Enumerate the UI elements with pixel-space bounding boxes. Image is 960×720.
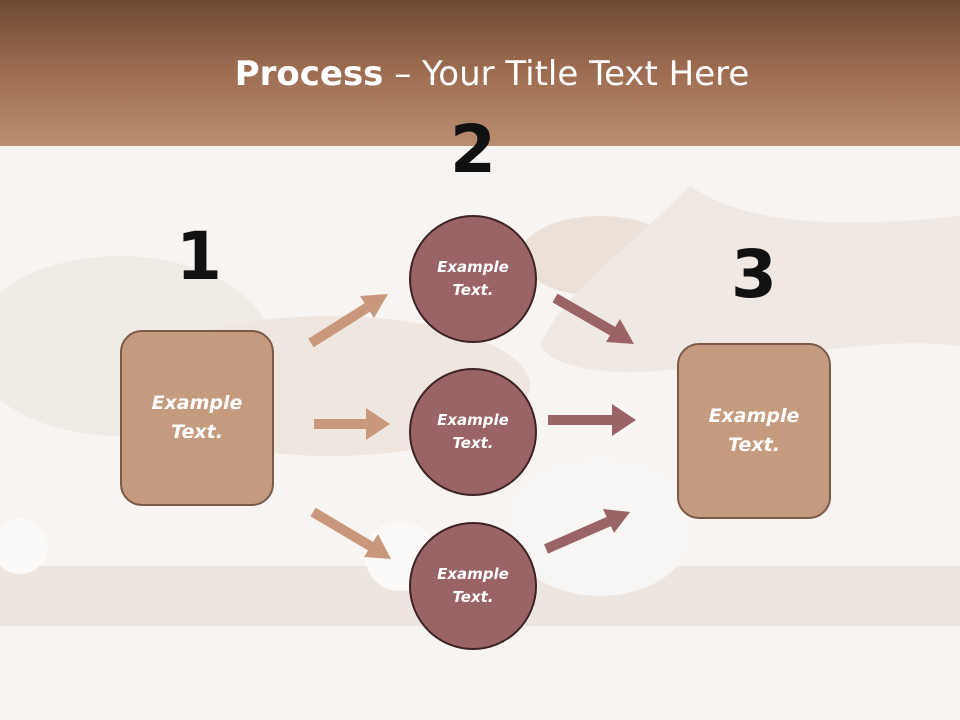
circle-top-text: Example Text.: [437, 258, 509, 299]
circle-middle-text: Example Text.: [437, 411, 509, 452]
arrow-right-tan: [314, 408, 390, 440]
arrow-down-right-tan: [310, 507, 391, 559]
circle-bottom: Example Text.: [409, 522, 537, 650]
circle-middle: Example Text.: [409, 368, 537, 496]
title-bold: Process: [234, 54, 384, 94]
slide-title: Process – Your Title Text Here: [0, 52, 960, 96]
left-step-box: Example Text.: [120, 330, 274, 506]
step-number-2: 2: [450, 111, 496, 188]
title-banner: [0, 0, 960, 146]
title-rest: – Your Title Text Here: [383, 54, 750, 94]
circle-bottom-text: Example Text.: [437, 565, 509, 606]
circle-top: Example Text.: [409, 215, 537, 343]
arrow-down-right-maroon: [552, 293, 634, 344]
step-number-1: 1: [176, 218, 222, 295]
arrow-right-maroon: [548, 404, 636, 436]
right-box-text: Example Text.: [708, 405, 800, 456]
left-box-text: Example Text.: [151, 392, 243, 443]
right-step-box: Example Text.: [677, 343, 831, 519]
step-number-3: 3: [731, 236, 777, 313]
arrow-up-right-maroon: [543, 509, 630, 554]
arrow-up-right-tan: [308, 294, 388, 348]
